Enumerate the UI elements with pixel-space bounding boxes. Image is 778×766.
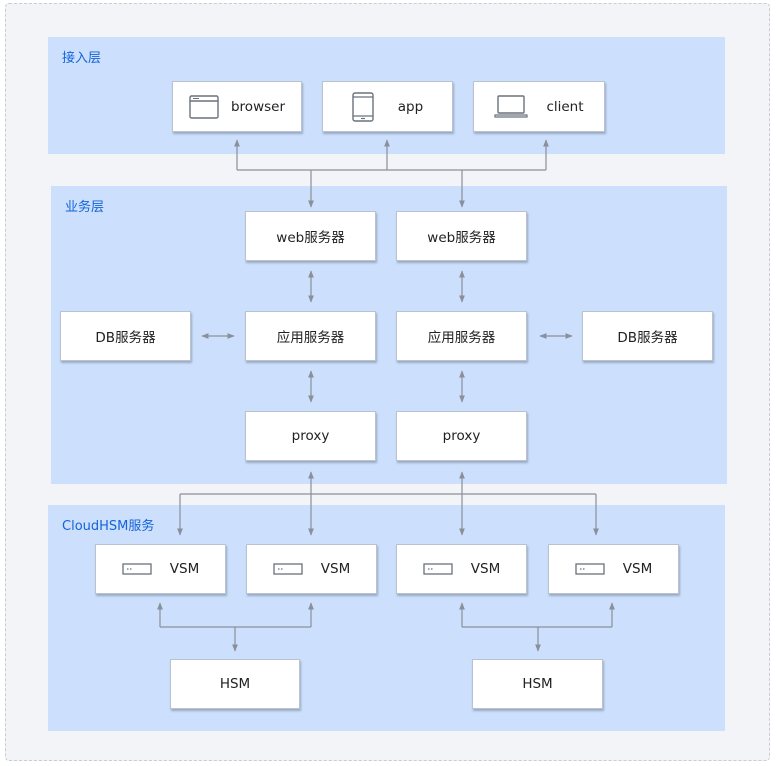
browser-window-icon — [189, 94, 219, 119]
web-server-left-label: web服务器 — [276, 230, 345, 246]
web-server-right: web服务器 — [396, 211, 527, 261]
hsm-card-icon — [122, 563, 152, 575]
access-layer-title: 接入层 — [62, 51, 102, 66]
vsm-node-4: VSM — [548, 544, 679, 594]
browser-node: browser — [172, 81, 302, 132]
db-server-right-label: DB服务器 — [617, 330, 678, 346]
client-label: client — [546, 98, 584, 115]
vsm-label-2: VSM — [320, 561, 351, 577]
hsm-right-label: HSM — [522, 676, 553, 692]
db-server-left-label: DB服务器 — [95, 330, 156, 346]
app-server-left-label: 应用服务器 — [276, 330, 345, 346]
app-node: app — [322, 81, 453, 132]
cloudhsm-layer: CloudHSM服务 — [48, 505, 725, 731]
hsm-card-icon — [423, 563, 453, 575]
client-node: client — [473, 81, 605, 132]
app-label: app — [397, 98, 424, 115]
db-server-right: DB服务器 — [582, 311, 713, 361]
vsm-label-4: VSM — [622, 561, 653, 577]
vsm-label-1: VSM — [169, 561, 200, 577]
vsm-node-2: VSM — [246, 544, 377, 594]
app-server-left: 应用服务器 — [245, 311, 376, 361]
db-server-left: DB服务器 — [60, 311, 191, 361]
proxy-right: proxy — [396, 411, 527, 461]
app-server-right-label: 应用服务器 — [427, 330, 496, 346]
proxy-right-label: proxy — [442, 428, 481, 444]
hsm-left-label: HSM — [219, 676, 251, 692]
vsm-node-3: VSM — [396, 544, 527, 594]
vsm-label-3: VSM — [470, 561, 501, 577]
hsm-card-icon — [575, 563, 605, 575]
proxy-left: proxy — [245, 411, 376, 461]
web-server-right-label: web服务器 — [427, 230, 496, 246]
hsm-node-right: HSM — [472, 659, 603, 709]
proxy-left-label: proxy — [291, 428, 330, 444]
business-layer-title: 业务层 — [65, 200, 105, 215]
vsm-node-1: VSM — [95, 544, 226, 594]
cloudhsm-layer-title: CloudHSM服务 — [62, 519, 155, 534]
laptop-icon — [494, 94, 529, 119]
app-server-right: 应用服务器 — [396, 311, 527, 361]
browser-label: browser — [230, 98, 285, 115]
hsm-card-icon — [273, 563, 303, 575]
web-server-left: web服务器 — [245, 211, 376, 261]
hsm-node-left: HSM — [170, 659, 300, 709]
mobile-phone-icon — [352, 91, 374, 122]
